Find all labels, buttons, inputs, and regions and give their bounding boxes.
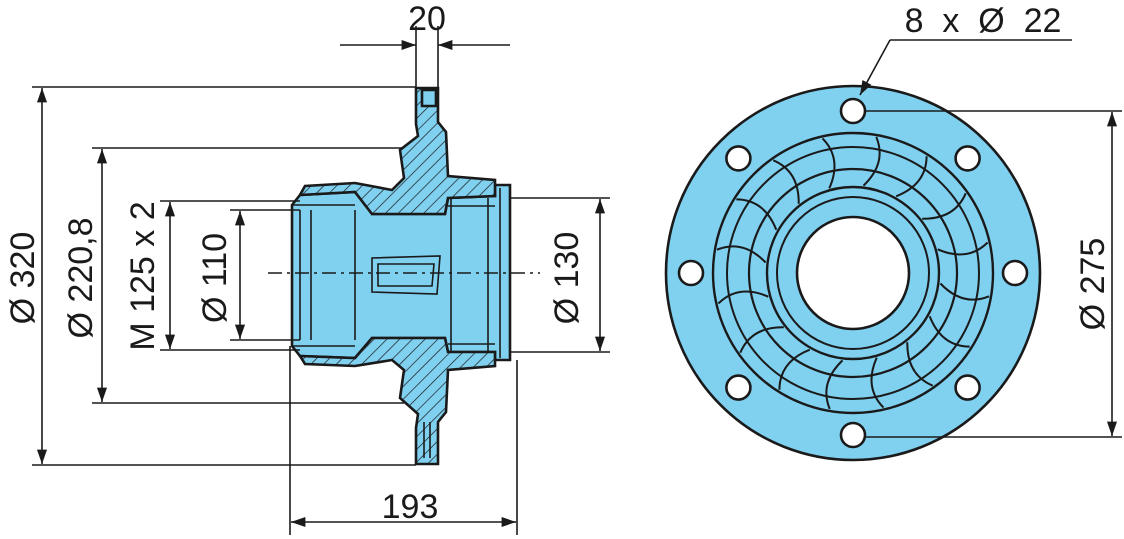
- bolt-hole: [1001, 259, 1029, 287]
- dim-bore-right-label: Ø 130: [548, 232, 586, 325]
- flange-rib: [937, 241, 989, 256]
- dim-total-length: 193: [289, 346, 518, 535]
- dim-outer-diameter: Ø 320: [4, 86, 416, 466]
- flange-rib: [716, 245, 767, 264]
- dim-thread: M 125 x 2: [124, 200, 300, 351]
- flange-rib: [717, 290, 769, 305]
- dim-holes-label: 8 x Ø 22: [905, 2, 1062, 40]
- flange-rib: [939, 282, 990, 301]
- flange-rib: [778, 348, 811, 390]
- flange-rib: [772, 159, 800, 204]
- dim-bolt-circle: Ø 275: [866, 110, 1122, 438]
- flange-rib: [739, 326, 784, 354]
- lower-flange-section: [297, 336, 497, 466]
- dim-pitch-diameter: Ø 220,8: [62, 147, 404, 404]
- dim-flange-width-label: 20: [408, 0, 446, 38]
- flange-rib: [928, 315, 970, 348]
- dim-bore-left-label: Ø 110: [196, 233, 234, 323]
- upper-flange-slot: [420, 88, 438, 108]
- flange-rib: [870, 357, 885, 409]
- dim-holes: 8 x Ø 22: [859, 2, 1072, 96]
- bolt-hole: [954, 374, 981, 401]
- section-view: 20 Ø 320 Ø 220,8 M 125 x 2: [4, 0, 610, 535]
- bolt-hole: [677, 259, 705, 287]
- bolt-hole: [839, 421, 867, 449]
- flange-ribs: [716, 136, 990, 410]
- centre-bore: [795, 215, 911, 331]
- flange-rib: [895, 156, 928, 198]
- flange-rib: [906, 342, 934, 387]
- dim-thread-label: M 125 x 2: [124, 201, 162, 350]
- bolt-hole: [954, 145, 981, 172]
- key-slot: [371, 255, 441, 295]
- dim-outer-diameter-label: Ø 320: [4, 232, 42, 325]
- bolt-holes: [677, 97, 1029, 449]
- dim-bolt-circle-label: Ø 275: [1074, 238, 1112, 331]
- dim-flange-width: 20: [340, 0, 510, 88]
- flange-rib: [821, 137, 836, 189]
- flange-rib: [922, 192, 967, 220]
- dim-bore-right: Ø 130: [510, 197, 610, 353]
- bolt-hole: [839, 97, 867, 125]
- flange-rib: [825, 359, 844, 410]
- flange-rib: [736, 198, 778, 231]
- dim-total-length-label: 193: [382, 488, 439, 526]
- front-view: 8 x Ø 22 Ø 275: [664, 2, 1122, 462]
- bolt-hole: [725, 145, 752, 172]
- flange-rib: [862, 136, 881, 187]
- upper-flange-section: [297, 86, 497, 216]
- bolt-hole: [725, 374, 752, 401]
- dim-pitch-diameter-label: Ø 220,8: [62, 218, 100, 339]
- dim-bore-left: Ø 110: [196, 209, 300, 341]
